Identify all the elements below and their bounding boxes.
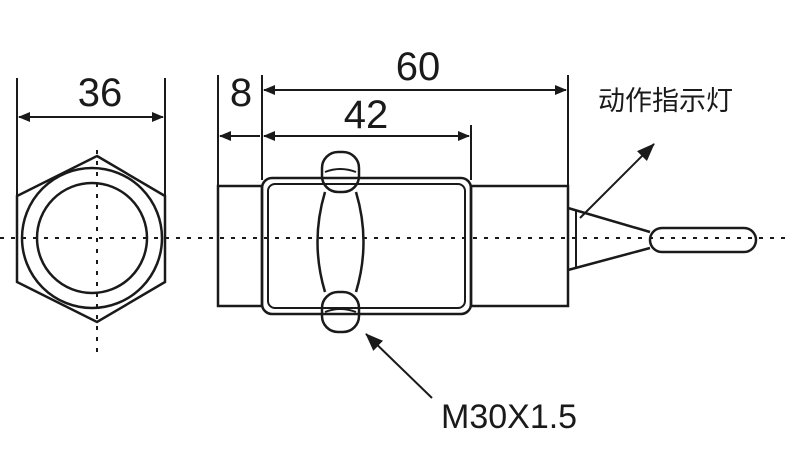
dimension-8: 8	[230, 71, 252, 115]
nut-chamfer	[324, 168, 357, 313]
outer-circle	[20, 166, 164, 310]
threaded-body-inner	[267, 183, 466, 309]
front-section	[469, 184, 570, 308]
dimension-36: 36	[78, 71, 123, 115]
threaded-body-outer	[260, 176, 473, 316]
end-view: 36	[15, 71, 167, 324]
indicator-label: 动作指示灯	[598, 86, 733, 116]
cable	[648, 226, 758, 254]
dimension-42: 42	[344, 93, 389, 137]
hex-outline	[15, 154, 167, 324]
cable-taper	[567, 206, 651, 272]
dimension-60: 60	[396, 45, 441, 89]
thread-spec-label: M30X1.5	[441, 398, 577, 436]
rear-section	[216, 184, 264, 308]
nut-bottom	[320, 290, 361, 334]
nut	[316, 150, 365, 334]
side-view: 60 8 42 动作指示灯 M30X1.5	[216, 45, 758, 436]
nut-top	[320, 150, 361, 194]
thread-leader	[365, 333, 433, 399]
inner-circle	[35, 181, 149, 295]
nut-waist	[316, 191, 365, 293]
indicator-leader	[579, 143, 655, 219]
